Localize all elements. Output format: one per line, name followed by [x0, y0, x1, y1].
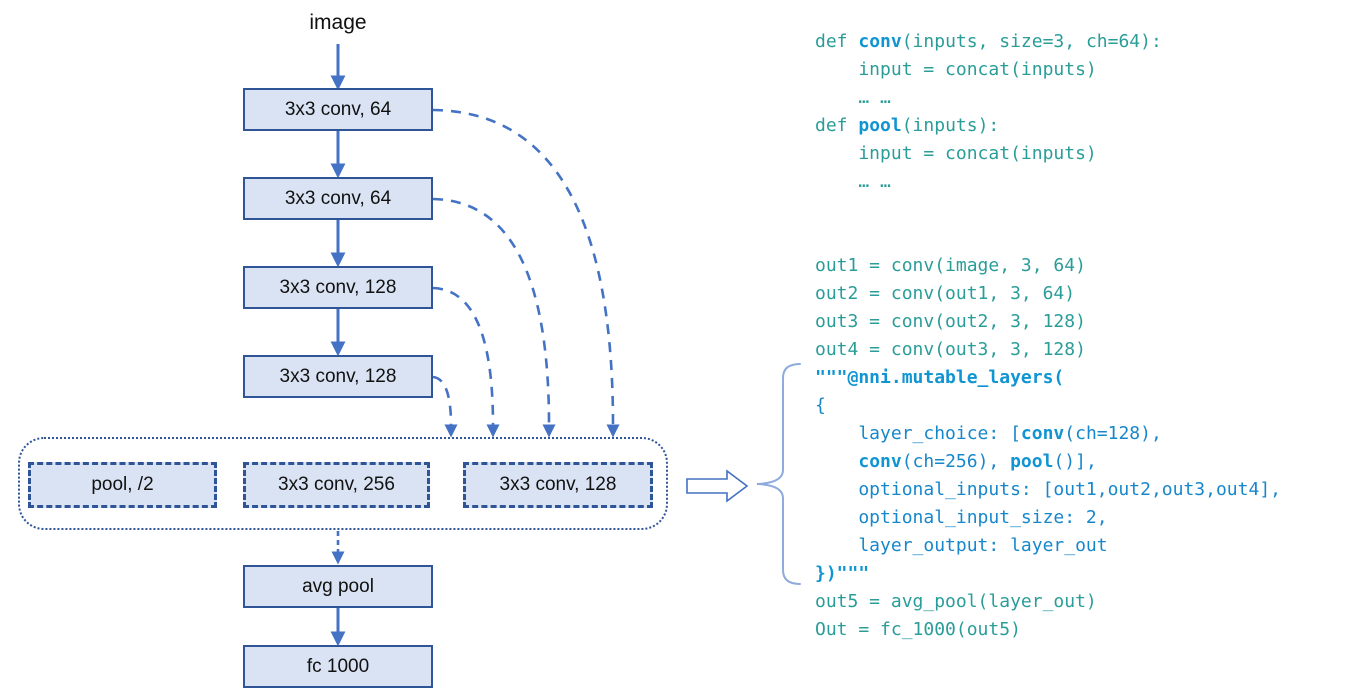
- code-line: out1 = conv(image, 3, 64): [815, 255, 1086, 276]
- hollow-right-arrow-icon: [686, 469, 749, 503]
- code-line: … …: [815, 171, 891, 192]
- mutable-layer-container: [18, 437, 668, 530]
- code-line: def conv(inputs, size=3, ch=64):: [815, 31, 1162, 52]
- code-line: [815, 196, 1281, 224]
- dashed-curve-conv4-to-choice: [432, 375, 458, 438]
- input-label: image: [309, 11, 367, 34]
- code-line: optional_inputs: [out1,out2,out3,out4],: [815, 479, 1281, 500]
- code-line: out5 = avg_pool(layer_out): [815, 591, 1097, 612]
- code-group-brace: [756, 363, 801, 585]
- code-line: layer_choice: [conv(ch=128),: [815, 423, 1162, 444]
- code-line: """@nni.mutable_layers(: [815, 367, 1065, 388]
- layer-box-conv2: 3x3 conv, 64: [243, 177, 433, 220]
- layer-box-conv3: 3x3 conv, 128: [243, 266, 433, 309]
- code-line: conv(ch=256), pool()],: [858, 451, 1097, 472]
- choice-box-pool: pool, /2: [28, 462, 217, 508]
- code-line: out4 = conv(out3, 3, 128): [815, 339, 1086, 360]
- code-line: input = concat(inputs): [815, 59, 1097, 80]
- code-line: optional_input_size: 2,: [815, 507, 1108, 528]
- choice-box-conv256: 3x3 conv, 256: [243, 462, 430, 508]
- dashed-curve-conv1-to-choice: [432, 108, 620, 438]
- code-line: … …: [815, 87, 891, 108]
- code-line: out2 = conv(out1, 3, 64): [815, 283, 1076, 304]
- dashed-curve-conv2-to-choice: [432, 197, 556, 438]
- layer-box-conv1: 3x3 conv, 64: [243, 88, 433, 131]
- code-line: input = concat(inputs): [815, 143, 1097, 164]
- code-block: def conv(inputs, size=3, ch=64): input =…: [815, 28, 1281, 644]
- code-line: {: [815, 395, 826, 416]
- code-line: out3 = conv(out2, 3, 128): [815, 311, 1086, 332]
- choice-box-conv128: 3x3 conv, 128: [463, 462, 653, 508]
- layer-box-conv4: 3x3 conv, 128: [243, 355, 433, 398]
- code-line: Out = fc_1000(out5): [815, 619, 1021, 640]
- avg-pool-box: avg pool: [243, 565, 433, 608]
- code-line: def pool(inputs):: [815, 115, 1000, 136]
- code-line: })""": [815, 563, 870, 584]
- dashed-curve-conv3-to-choice: [432, 286, 500, 438]
- code-line: layer_output: layer_out: [815, 535, 1108, 556]
- fc-box: fc 1000: [243, 645, 433, 688]
- code-line: [815, 224, 1281, 252]
